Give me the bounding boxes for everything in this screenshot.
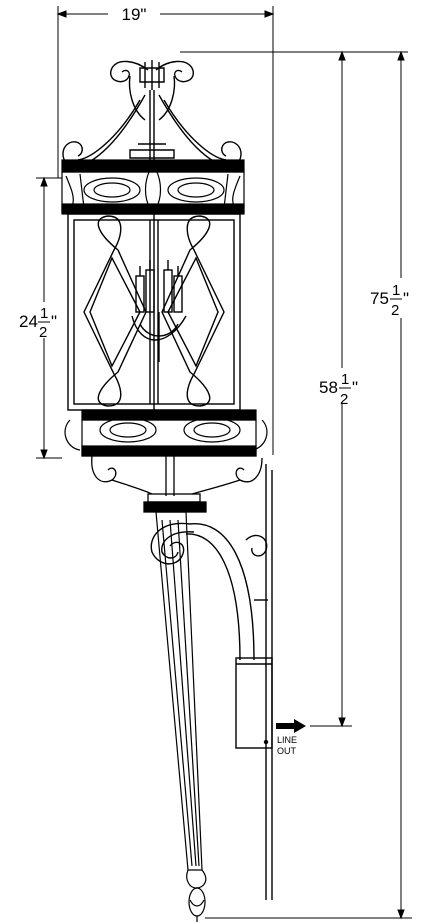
center-height-numerator: 1	[341, 371, 349, 388]
body-height-whole: 24	[19, 312, 38, 331]
center-height-dimension	[180, 50, 408, 728]
top-finial-scroll	[62, 60, 242, 169]
overall-height-whole: 75	[370, 289, 389, 308]
center-height-inch-mark: "	[352, 378, 358, 397]
center-height-label: 58 1 2 "	[319, 371, 358, 408]
center-height-whole: 58	[319, 378, 338, 397]
wall-backplate	[235, 464, 273, 900]
overall-height-inch-mark: "	[403, 289, 409, 308]
body-height-inch-mark: "	[51, 312, 57, 331]
lantern-glass-body	[67, 213, 241, 411]
body-height-numerator: 1	[40, 305, 48, 322]
lower-decorative-band	[64, 409, 268, 457]
line-out-arrow	[276, 719, 306, 733]
tapered-stem	[155, 511, 207, 922]
upper-decorative-band	[61, 159, 245, 215]
overall-height-dimension	[205, 50, 412, 920]
width-dimension-label: 19"	[122, 5, 147, 24]
center-height-denominator: 2	[340, 391, 348, 408]
bottom-scroll-brackets	[91, 455, 263, 513]
width-dimension	[56, 6, 275, 455]
overall-height-denominator: 2	[391, 302, 399, 319]
overall-height-label: 75 1 2 "	[370, 282, 409, 319]
body-height-label: 24 1 2 "	[19, 305, 57, 341]
line-out-label-line2: OUT	[277, 746, 297, 756]
body-height-denominator: 2	[39, 324, 47, 341]
overall-height-numerator: 1	[392, 282, 400, 299]
line-out-label-line1: LINE	[277, 735, 297, 745]
body-height-dimension	[36, 176, 62, 460]
